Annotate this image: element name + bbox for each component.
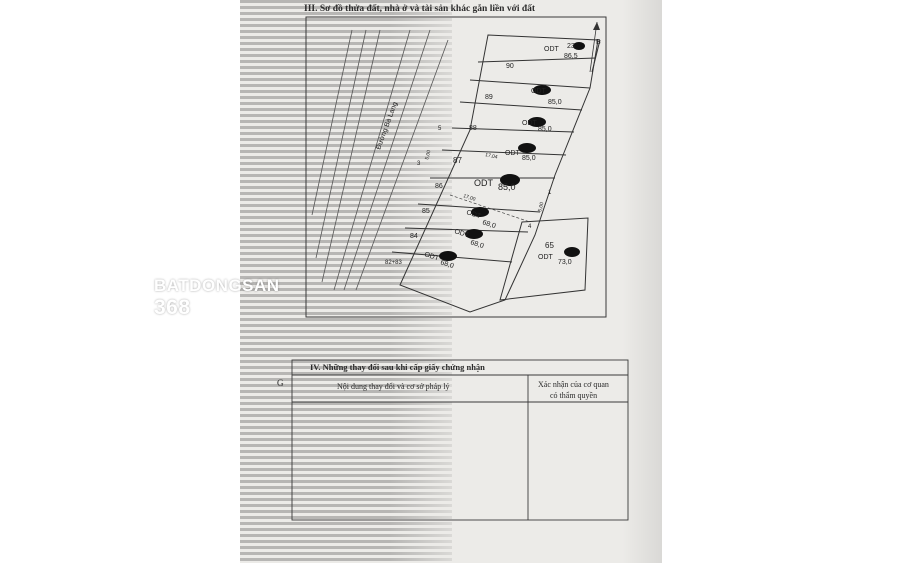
parcel-code: ODT: [453, 228, 470, 239]
vertex-label: 3: [417, 161, 421, 167]
parcel-number: 85: [422, 208, 430, 215]
watermark-domain: .COM.VN: [190, 268, 220, 275]
column-header-confirmation-line1: Xác nhận của cơ quan: [538, 380, 609, 389]
parcel-code: ODT: [505, 150, 521, 157]
parcel-area: 68,0: [469, 239, 484, 250]
column-header-content: Nội dung thay đổi và cơ sở pháp lý: [337, 382, 450, 391]
road-lines: [311, 29, 449, 291]
parcel-area: 85,0: [498, 182, 516, 192]
north-arrow-head-icon: [593, 22, 600, 30]
parcel-number: 90: [506, 63, 514, 70]
margin-letter: G: [277, 378, 284, 388]
dimension-label: 5,00: [424, 149, 432, 160]
section4-heading: IV. Những thay đổi sau khi cấp giấy chứn…: [310, 362, 485, 372]
top-parcel-area: 86,5: [564, 53, 578, 60]
parcel-area: 73,0: [558, 259, 572, 266]
parcel-area: 68,0: [439, 259, 454, 270]
redaction-marks: [439, 42, 585, 261]
parcel-number: 82+83: [385, 260, 403, 266]
vertex-label: 5: [438, 126, 442, 132]
parcel-number: 88: [469, 125, 477, 132]
dimension-label: 5,00: [537, 201, 545, 212]
watermark-brand: BATDONGSAN: [154, 276, 280, 295]
dimension-line: [449, 194, 531, 223]
watermark-number: 368: [154, 296, 191, 319]
parcel-code: ODT: [531, 88, 547, 95]
parcel-code: ODT: [474, 178, 494, 188]
column-header-confirmation-line2: có thẩm quyền: [550, 391, 598, 400]
parcel-area: 85,0: [538, 126, 552, 133]
vertex-label: 4: [528, 224, 532, 230]
parcel-code: ODT: [522, 120, 538, 127]
house-roof-icon: [171, 267, 197, 280]
parcel-65: [499, 217, 589, 301]
parcel-code: ODT: [465, 209, 482, 220]
watermark-logo: .COM.VN BATDONGSAN 368: [154, 266, 279, 319]
parcel-area: 85,0: [548, 99, 562, 106]
north-label: B: [596, 39, 601, 46]
vertex-label: 1: [548, 190, 552, 196]
top-parcel-code: ODT: [544, 46, 560, 53]
parcel-code: ODT: [538, 254, 554, 261]
top-parcel-number: 23: [567, 43, 575, 50]
section3-heading: III. Sơ đồ thửa đất, nhà ở và tài sản kh…: [304, 4, 536, 14]
north-arrow-icon: [589, 21, 598, 73]
parcel-number: 84: [410, 233, 418, 240]
dimension-label: 17,04: [485, 152, 499, 161]
parcel-block: [391, 34, 601, 313]
map-frame: [305, 16, 607, 318]
parcel-code: ODT: [423, 251, 440, 262]
certificate-page: [240, 0, 662, 563]
parcel-number: 65: [545, 241, 554, 250]
parcel-number: 89: [485, 94, 493, 101]
dimension-label: 17,00: [462, 193, 476, 203]
parcel-number: 87: [453, 156, 462, 165]
parcel-area: 68,0: [481, 219, 496, 230]
parcel-area: 85,0: [522, 155, 536, 162]
parcel-number: 86: [435, 183, 443, 190]
